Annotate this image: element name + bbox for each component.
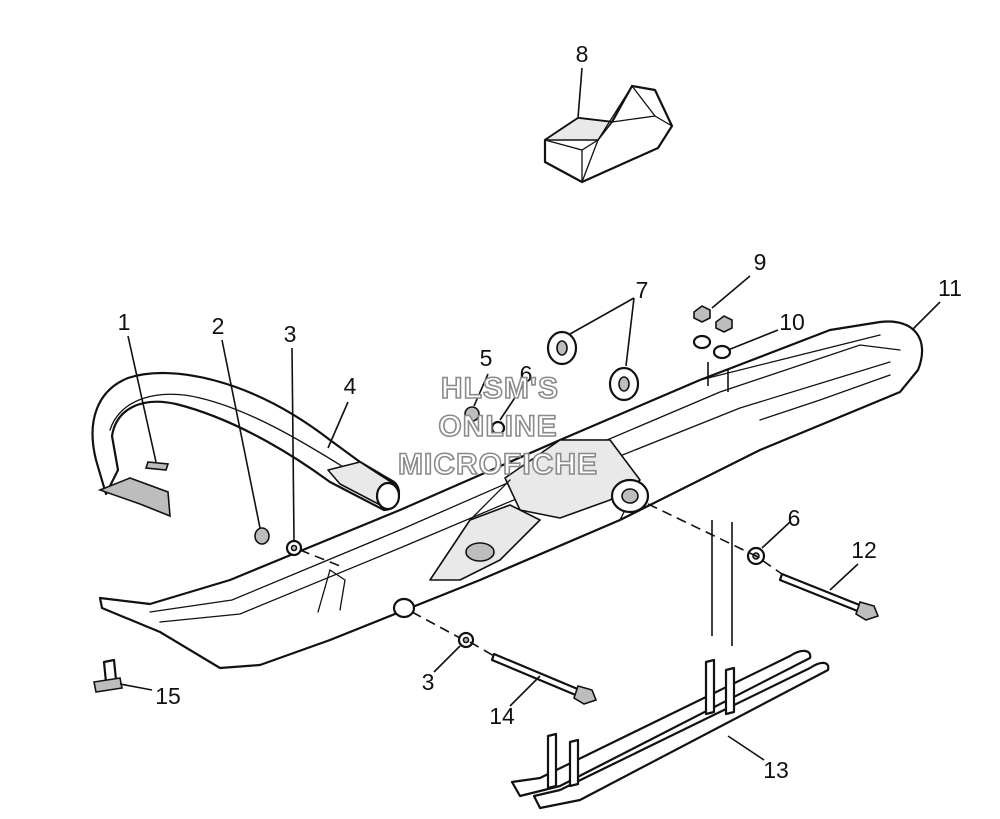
callout-3-upper: 3 — [284, 321, 297, 347]
callout-numbers: 1 2 3 4 5 6 7 8 9 10 11 12 6 3 14 13 15 — [118, 41, 962, 783]
part-3-washer-upper — [285, 539, 303, 557]
part-10-washers — [692, 334, 732, 360]
part-8-saddle — [543, 84, 674, 184]
watermark-line-1: HLSM'S — [441, 372, 559, 405]
leader-lines — [119, 67, 941, 761]
callout-4: 4 — [344, 373, 357, 399]
callout-7: 7 — [636, 277, 649, 303]
part-6-washer-upper — [490, 420, 506, 436]
callout-6-upper: 6 — [520, 361, 533, 387]
callout-11: 11 — [938, 275, 962, 301]
assembly-lines — [299, 362, 783, 657]
callout-5: 5 — [480, 345, 493, 371]
callout-10: 10 — [779, 309, 805, 335]
callout-6-lower: 6 — [788, 505, 801, 531]
watermark: HLSM'S ONLINE MICROFICHE — [397, 371, 598, 482]
part-5-nut — [464, 406, 480, 422]
part-13-wear-bar — [510, 649, 830, 810]
part-7-bushings — [546, 330, 640, 402]
part-1-decal — [144, 461, 170, 471]
callout-8: 8 — [576, 41, 589, 67]
part-15-screw — [93, 658, 123, 693]
callout-15: 15 — [155, 683, 181, 709]
callout-14: 14 — [489, 703, 515, 729]
watermark-line-3: MICROFICHE — [398, 448, 598, 481]
part-2-nut — [254, 527, 270, 545]
part-3-washer-lower — [457, 631, 475, 649]
callout-12: 12 — [851, 537, 877, 563]
callout-13: 13 — [763, 757, 789, 783]
callout-9: 9 — [754, 249, 767, 275]
callout-1: 1 — [118, 309, 131, 335]
part-4-ski-handle — [91, 371, 401, 518]
part-9-nuts — [693, 305, 733, 333]
callout-3-lower: 3 — [422, 669, 435, 695]
watermark-line-2: ONLINE — [438, 410, 557, 443]
part-12-bolt — [778, 572, 880, 621]
part-11-ski-body — [98, 320, 924, 670]
part-14-bolt — [490, 652, 598, 705]
callout-2: 2 — [212, 313, 225, 339]
